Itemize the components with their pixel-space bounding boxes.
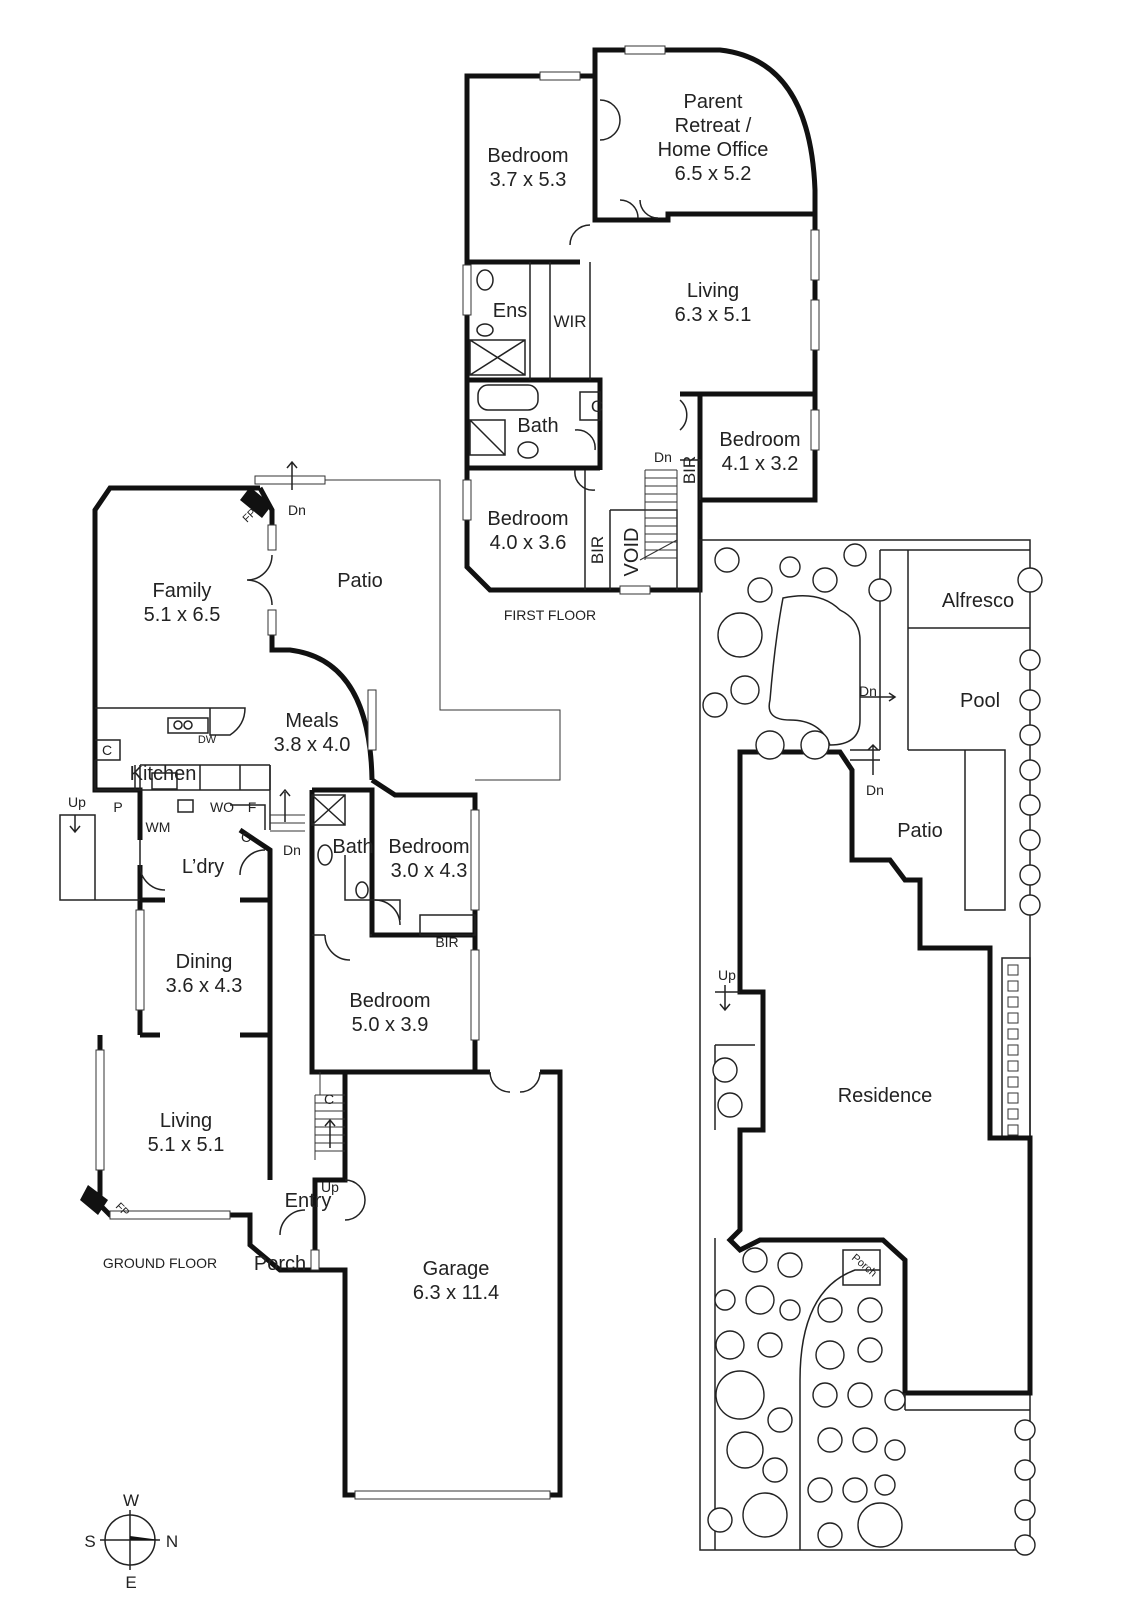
compass-south: S	[84, 1532, 95, 1551]
room-name: Bath	[517, 415, 558, 437]
room-dimensions: 6.3 x 5.1	[675, 304, 752, 326]
room-name: WIR	[553, 312, 586, 331]
room-name: Bedroom	[349, 990, 430, 1012]
stair-direction: Up	[321, 1179, 339, 1195]
cupboard-label: C	[241, 829, 251, 845]
cupboard-label: C	[324, 1091, 334, 1107]
room-name: Home Office	[658, 139, 769, 161]
compass-labels: W N S E	[84, 1491, 178, 1592]
stair-direction: Dn	[866, 782, 884, 798]
site-area-label: Patio	[897, 820, 943, 842]
room-name: Patio	[337, 570, 383, 592]
room-name: L’dry	[182, 856, 224, 878]
compass	[100, 1510, 160, 1570]
room-dimensions: 5.1 x 5.1	[148, 1134, 225, 1156]
cupboard-label: C	[591, 397, 603, 416]
room-name: Bedroom	[487, 508, 568, 530]
room-name: Bedroom	[388, 836, 469, 858]
site-area-label: Pool	[960, 690, 1000, 712]
floor-label: GROUND FLOOR	[103, 1255, 217, 1271]
compass-north: N	[166, 1532, 178, 1551]
site-area-label: Residence	[838, 1085, 933, 1107]
robe-label: BIR	[588, 536, 607, 564]
room-name: Porch	[254, 1253, 306, 1275]
room-name: Living	[687, 280, 739, 302]
fridge-label: F	[248, 799, 257, 815]
room-name: Kitchen	[130, 763, 197, 785]
appliance-label: DW	[198, 734, 217, 746]
room-dimensions: 3.7 x 5.3	[490, 169, 567, 191]
room-name: Bedroom	[487, 145, 568, 167]
room-dimensions: 4.1 x 3.2	[722, 453, 799, 475]
cupboard-label: C	[102, 742, 112, 758]
room-name: Retreat /	[675, 115, 752, 137]
room-name: Ens	[493, 300, 527, 322]
stair-direction: Up	[68, 794, 86, 810]
stair-direction: Dn	[654, 449, 672, 465]
room-dimensions: 3.0 x 4.3	[391, 860, 468, 882]
room-name: Family	[153, 580, 212, 602]
room-name: Parent	[684, 91, 743, 113]
robe-label: BIR	[435, 934, 458, 950]
compass-east: E	[125, 1573, 136, 1592]
room-name: Dining	[176, 951, 233, 973]
site-area-label: Porch	[849, 1252, 879, 1280]
room-dimensions: 6.3 x 11.4	[413, 1282, 499, 1304]
site-area-label: Alfresco	[942, 590, 1014, 612]
room-dimensions: 4.0 x 3.6	[490, 532, 567, 554]
void-label: VOID	[621, 528, 643, 577]
compass-west: W	[123, 1491, 139, 1510]
stair-direction: Dn	[859, 683, 877, 699]
room-name: Garage	[423, 1258, 490, 1280]
garden-trees	[702, 543, 1043, 1556]
cupboard-label: WO	[210, 799, 234, 815]
pantry-label: P	[113, 799, 122, 815]
room-dimensions: 6.5 x 5.2	[675, 163, 752, 185]
site-plan	[699, 539, 1043, 1556]
room-name: Bath	[332, 836, 373, 858]
room-dimensions: 5.0 x 3.9	[352, 1014, 429, 1036]
ground-floor-labels: Family 5.1 x 6.5 Patio Dn F P Meals 3.8 x…	[68, 502, 499, 1304]
ground-floor-plan	[59, 460, 563, 1500]
room-name: Entry	[285, 1190, 332, 1212]
site-labels: Alfresco Pool Dn Dn Patio Up Residence P…	[718, 590, 1014, 1280]
room-name: Living	[160, 1110, 212, 1132]
stair-direction: Dn	[288, 502, 306, 518]
appliance-label: WM	[146, 819, 171, 835]
first-floor-plan	[462, 45, 820, 595]
first-floor-labels: Bedroom 3.7 x 5.3 Parent Retreat / Home …	[487, 91, 800, 623]
stair-direction: Up	[718, 967, 736, 983]
room-dimensions: 3.6 x 4.3	[166, 975, 243, 997]
floor-label: FIRST FLOOR	[504, 607, 596, 623]
stair-direction: Dn	[283, 842, 301, 858]
room-dimensions: 3.8 x 4.0	[274, 734, 351, 756]
room-name: Meals	[285, 710, 338, 732]
room-name: Bedroom	[719, 429, 800, 451]
room-dimensions: 5.1 x 6.5	[144, 604, 221, 626]
robe-label: BIR	[680, 456, 699, 484]
